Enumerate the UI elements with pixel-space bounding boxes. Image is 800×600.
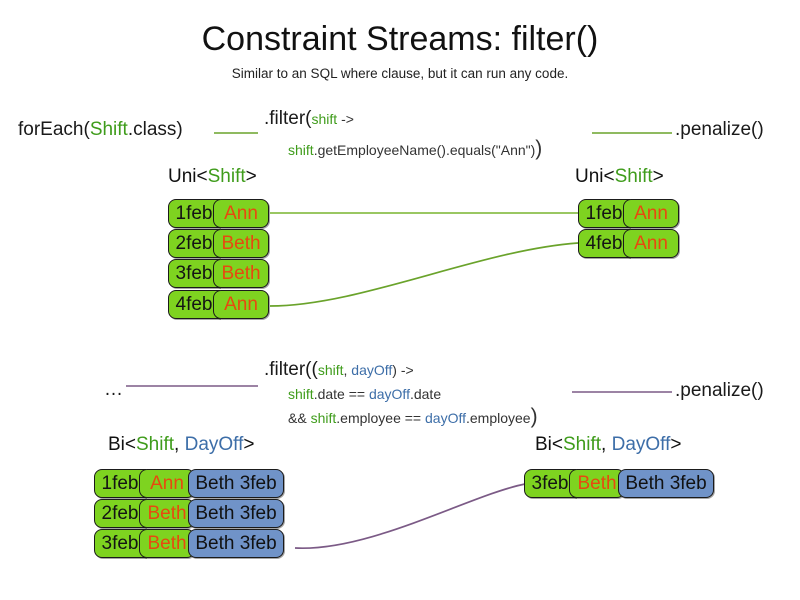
tuple-name: Beth xyxy=(139,499,195,528)
bi-left-label-prefix: Bi< xyxy=(108,434,136,455)
tuple-name: Ann xyxy=(213,199,269,228)
tuple-date: 1feb xyxy=(168,199,220,228)
tuple-date: 4feb xyxy=(168,290,220,319)
filter1-keyword: .filter( xyxy=(264,108,312,129)
penalize2-call: .penalize() xyxy=(675,380,764,401)
filter2-l3-pre: && xyxy=(288,410,311,426)
filter2-line1: .filter((shift, dayOff) -> xyxy=(264,359,414,381)
bi-left-label-suffix: > xyxy=(243,434,255,455)
bi-left-label: Bi<Shift, DayOff> xyxy=(108,434,254,456)
filter2-arrow: ) -> xyxy=(392,362,414,378)
filter2-l3-param2: dayOff xyxy=(425,410,466,426)
bi-right-label: Bi<Shift, DayOff> xyxy=(535,434,681,456)
filter1-body-expr: .getEmployeeName().equals("Ann") xyxy=(313,142,536,158)
tuple-date: 2feb xyxy=(94,499,146,528)
table-row[interactable]: 1feb Ann Beth 3feb xyxy=(94,469,284,498)
penalize1-call: .penalize() xyxy=(675,119,764,140)
filter1-param: shift xyxy=(311,111,338,127)
filter2-l2-param2: dayOff xyxy=(368,386,410,402)
filter1-line2: shift.getEmployeeName().equals("Ann")) xyxy=(288,137,542,161)
foreach-prefix: forEach( xyxy=(18,119,90,140)
filter2-param1: shift xyxy=(317,362,344,378)
tuple-pair: Beth 3feb xyxy=(188,529,284,558)
filter1-arrow: -> xyxy=(337,111,354,127)
connector-uni-row4 xyxy=(269,242,579,307)
bi-left-label-type2: DayOff xyxy=(184,434,244,455)
table-row[interactable]: 2feb Beth Beth 3feb xyxy=(94,499,284,528)
filter2-close-paren: ) xyxy=(530,405,538,428)
bi-right-label-comma: , xyxy=(601,434,612,455)
filter1-body-param: shift xyxy=(288,142,314,158)
filter2-l2-end: .date xyxy=(409,386,442,402)
tuple-name: Ann xyxy=(213,290,269,319)
filter1-close-paren: ) xyxy=(535,137,543,160)
tuple-pair: Beth 3feb xyxy=(188,499,284,528)
bi-right-label-type2: DayOff xyxy=(611,434,671,455)
tuple-date: 3feb xyxy=(168,259,220,288)
table-row[interactable]: 4feb Ann xyxy=(578,229,679,258)
bi-right-label-type1: Shift xyxy=(563,434,602,455)
filter2-l2-mid: .date == xyxy=(313,386,369,402)
filter2-l3-end: .employee xyxy=(466,410,531,426)
tuple-date: 3feb xyxy=(94,529,146,558)
foreach-call: forEach(Shift.class) xyxy=(18,119,183,141)
tuple-date: 1feb xyxy=(578,199,630,228)
filter2-line3: && shift.employee == dayOff.employee) xyxy=(288,405,538,429)
table-row[interactable]: 3feb Beth xyxy=(168,259,269,288)
uni-left-label: Uni<Shift> xyxy=(168,166,257,188)
connector-bi-row3 xyxy=(294,483,526,549)
table-row[interactable]: 2feb Beth xyxy=(168,229,269,258)
tuple-pair: Beth 3feb xyxy=(618,469,714,498)
uni-left-label-type: Shift xyxy=(207,166,246,187)
table-row[interactable]: 3feb Beth Beth 3feb xyxy=(94,529,284,558)
filter2-l3-param1: shift xyxy=(310,410,337,426)
tuple-name: Ann xyxy=(623,229,679,258)
uni-right-label-prefix: Uni< xyxy=(575,166,615,187)
tuple-name: Beth xyxy=(139,529,195,558)
table-row[interactable]: 1feb Ann xyxy=(578,199,679,228)
tuple-date: 4feb xyxy=(578,229,630,258)
table-row[interactable]: 1feb Ann xyxy=(168,199,269,228)
uni-left-label-suffix: > xyxy=(245,166,257,187)
tuple-name: Ann xyxy=(623,199,679,228)
filter2-comma: , xyxy=(343,362,352,378)
table-row[interactable]: 4feb Ann xyxy=(168,290,269,319)
filter2-l2-param1: shift xyxy=(288,386,314,402)
bi-source-ellipsis: … xyxy=(104,379,125,400)
uni-right-label-suffix: > xyxy=(652,166,664,187)
filter2-line2: shift.date == dayOff.date xyxy=(288,386,441,402)
bi-left-label-comma: , xyxy=(174,434,185,455)
foreach-suffix: .class) xyxy=(127,119,183,140)
filter2-param2: dayOff xyxy=(351,362,393,378)
bi-right-label-prefix: Bi< xyxy=(535,434,563,455)
filter1-line1: .filter(shift -> xyxy=(264,108,354,130)
bi-left-label-type1: Shift xyxy=(136,434,175,455)
bi-right-label-suffix: > xyxy=(670,434,682,455)
filter2-keyword: .filter(( xyxy=(264,359,318,380)
uni-right-label-type: Shift xyxy=(614,166,653,187)
uni-left-label-prefix: Uni< xyxy=(168,166,208,187)
tuple-pair: Beth 3feb xyxy=(188,469,284,498)
tuple-name: Beth xyxy=(213,229,269,258)
foreach-type: Shift xyxy=(89,119,128,140)
tuple-name: Ann xyxy=(139,469,195,498)
tuple-name: Beth xyxy=(213,259,269,288)
tuple-name: Beth xyxy=(569,469,625,498)
filter2-l3-mid: .employee == xyxy=(336,410,425,426)
uni-right-label: Uni<Shift> xyxy=(575,166,664,188)
page-title: Constraint Streams: filter() xyxy=(201,20,599,58)
table-row[interactable]: 3feb Beth Beth 3feb xyxy=(524,469,714,498)
page-subtitle: Similar to an SQL where clause, but it c… xyxy=(231,66,569,81)
